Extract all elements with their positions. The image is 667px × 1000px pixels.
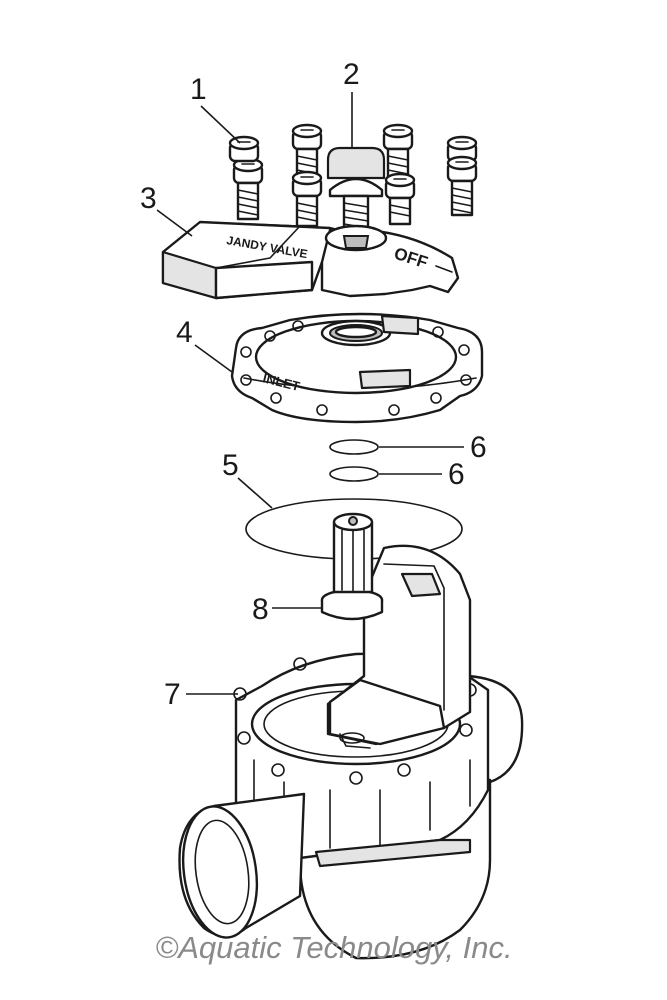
valve-lid: INLET xyxy=(230,312,484,424)
callout-7: 7 xyxy=(164,678,238,711)
diverter xyxy=(320,512,472,749)
handle: JANDY VALVE OFF xyxy=(161,220,460,300)
callout-label: 1 xyxy=(190,73,207,106)
callout-label: 2 xyxy=(343,58,360,91)
screw xyxy=(384,172,416,226)
o-rings xyxy=(329,439,379,482)
callout-label: 3 xyxy=(140,182,157,215)
callout-6-lower: 6 xyxy=(379,458,465,491)
callout-label: 6 xyxy=(470,431,487,464)
callout-label: 8 xyxy=(252,593,269,626)
screw xyxy=(232,157,264,221)
callout-3: 3 xyxy=(140,182,193,237)
screws xyxy=(228,123,478,228)
callout-4: 4 xyxy=(176,316,233,373)
screw xyxy=(291,123,323,179)
copyright-watermark: ©Aquatic Technology, Inc. xyxy=(155,930,512,965)
callout-label: 5 xyxy=(222,449,239,482)
callout-8: 8 xyxy=(252,593,322,626)
callout-6-upper: 6 xyxy=(379,431,487,464)
callout-5: 5 xyxy=(222,449,273,509)
screw xyxy=(382,123,414,179)
callout-1: 1 xyxy=(190,73,241,144)
screw xyxy=(291,170,323,228)
callout-label: 7 xyxy=(164,678,181,711)
callout-label: 4 xyxy=(176,316,193,349)
screw xyxy=(446,155,478,217)
callout-label: 6 xyxy=(448,458,465,491)
callout-2: 2 xyxy=(343,58,360,148)
screw xyxy=(228,135,260,163)
knob xyxy=(326,146,386,234)
